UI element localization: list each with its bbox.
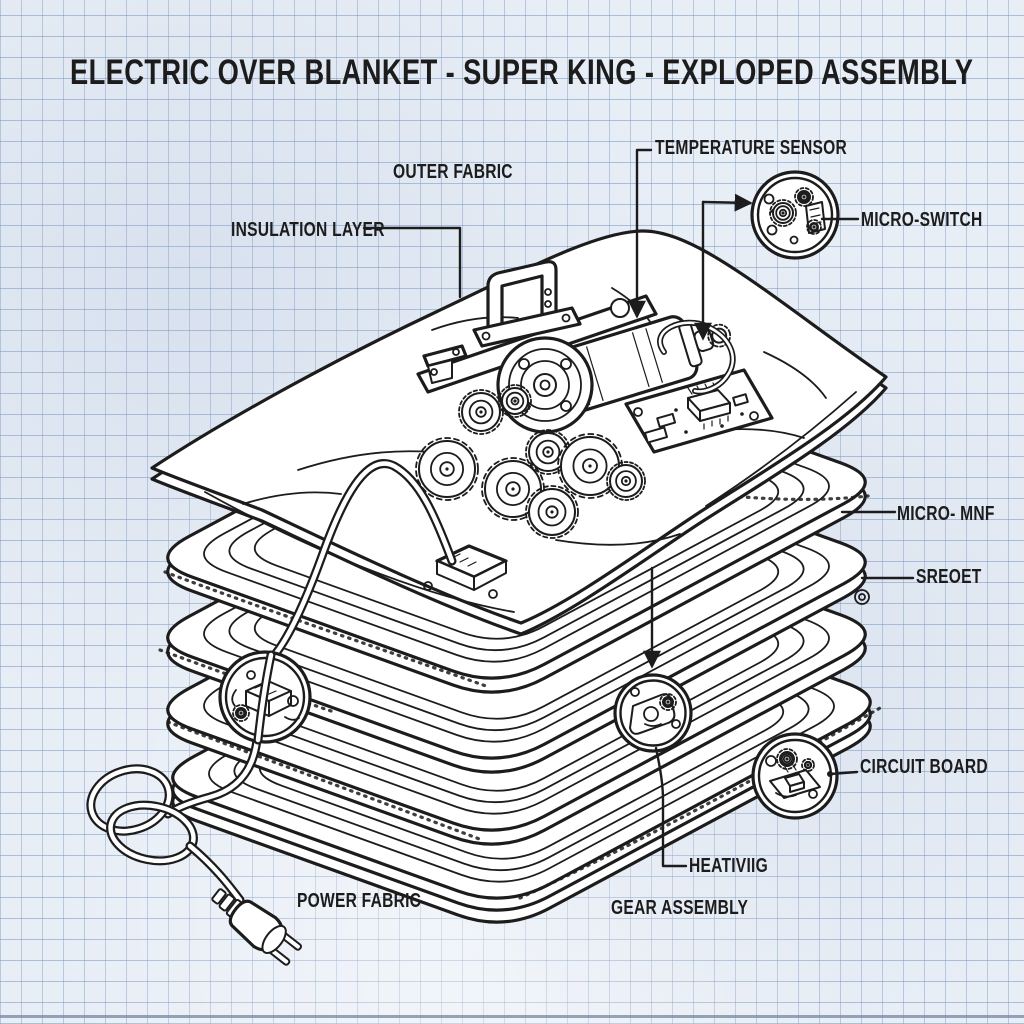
gear bbox=[794, 187, 814, 207]
cord-coil bbox=[86, 764, 198, 866]
page-title: ELECTRIC OVER BLANKET - SUPER KING - EXP… bbox=[70, 53, 974, 92]
sensor-wire-loop bbox=[657, 319, 736, 395]
label-temperature-sensor: TEMPERATURE SENSOR bbox=[655, 137, 848, 159]
gear bbox=[458, 389, 504, 435]
label-circuit-board: CIRCUIT BOARD bbox=[860, 756, 988, 778]
label-insulation-layer: INSULATION LAYER bbox=[231, 219, 385, 241]
leader-insulation-layer bbox=[362, 226, 462, 299]
label-heating: HEATIVIIG bbox=[689, 855, 768, 877]
gear bbox=[659, 693, 677, 711]
gear bbox=[801, 758, 815, 772]
power-plug bbox=[211, 888, 302, 966]
label-micro-mnf: MICRO- MNF bbox=[897, 503, 995, 525]
label-sreoet: SREOET bbox=[916, 566, 982, 588]
gear-train bbox=[415, 384, 646, 539]
gear bbox=[606, 461, 646, 501]
bottom-border-line bbox=[0, 1015, 1024, 1018]
gear bbox=[776, 748, 798, 770]
callout-cord-connector bbox=[218, 650, 312, 745]
gear bbox=[498, 384, 532, 418]
callout-heating-sensor bbox=[613, 673, 693, 753]
layer-grommet bbox=[854, 589, 870, 605]
gear bbox=[769, 199, 797, 227]
callout-mini-gears bbox=[232, 187, 822, 772]
heating-wire-channel bbox=[203, 377, 830, 663]
gear bbox=[481, 457, 545, 521]
leader-circuit-board bbox=[828, 770, 859, 776]
leader-to-microswitch-callout bbox=[701, 193, 753, 212]
label-micro-switch: MICRO-SWITCH bbox=[861, 209, 983, 231]
leader-lines bbox=[362, 148, 915, 868]
label-power-fabric: POWER FABRIC bbox=[297, 890, 422, 912]
gear bbox=[232, 704, 250, 722]
gear bbox=[415, 437, 479, 501]
cord-junction-box bbox=[423, 544, 508, 599]
leader-heating bbox=[654, 746, 688, 868]
leader-temperature-sensor bbox=[628, 148, 653, 319]
gear bbox=[525, 485, 579, 539]
gear bbox=[806, 219, 822, 235]
u-bracket bbox=[472, 260, 582, 348]
gear-assembly-mechanism bbox=[415, 260, 774, 599]
callout-circuit-board bbox=[751, 732, 839, 820]
label-outer-fabric: OUTER FABRIC bbox=[393, 161, 513, 183]
heating-wire-channel bbox=[203, 457, 830, 743]
control-pcb bbox=[624, 368, 774, 454]
side-bracket bbox=[422, 344, 468, 384]
label-gear-assembly: GEAR ASSEMBLY bbox=[611, 897, 749, 919]
power-cord bbox=[86, 459, 457, 966]
